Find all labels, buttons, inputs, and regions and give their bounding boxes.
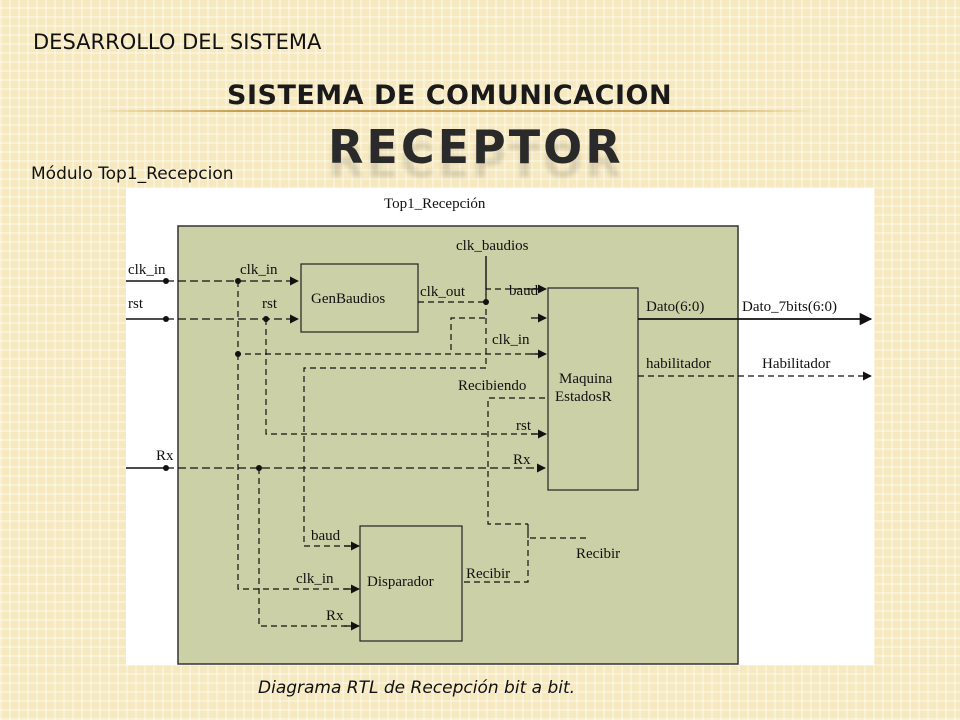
maquina-label-line2: EstadosR [555,389,612,405]
genbaudios-label: GenBaudios [311,291,385,307]
input-clk-in-label: clk_in [128,262,166,278]
signal-rst-b: rst [516,418,532,434]
signal-recibiendo: Recibiendo [458,378,526,394]
signal-baud-b: baud [311,528,341,544]
input-rst-label: rst [128,296,144,312]
signal-dato: Dato(6:0) [646,299,704,315]
signal-rx-b: Rx [326,608,344,624]
signal-rx-a: Rx [513,452,531,468]
signal-clk-in-b: clk_in [492,332,530,348]
signal-clk-in-c: clk_in [296,571,334,587]
signal-rst-a: rst [262,296,278,312]
signal-clk-out: clk_out [420,284,466,300]
signal-recibir-b: Recibir [576,546,620,562]
signal-recibir-a: Recibir [466,566,510,582]
genbaudios-block [300,263,419,333]
maquina-estados-block [547,287,639,491]
output-dato-7bits: Dato_7bits(6:0) [742,299,837,315]
slide-title: SISTEMA DE COMUNICACION [227,80,673,111]
output-habilitador: Habilitador [762,356,830,372]
signal-clk-baudios: clk_baudios [456,238,529,254]
signal-baud-a: baud [509,283,539,299]
slide-subtitle: RECEPTOR [328,120,624,174]
title-underline [95,110,815,112]
module-label: Módulo Top1_Recepcion [31,164,234,184]
maquina-label-line1: Maquina [559,371,613,387]
top-module-name: Top1_Recepción [384,196,486,212]
diagram-caption: Diagrama RTL de Recepción bit a bit. [258,678,576,698]
section-heading: DESARROLLO DEL SISTEMA [33,30,322,54]
disparador-block [359,525,463,642]
rtl-diagram: Top1_Recepción GenBaudios Maquina Estado… [126,196,873,665]
rtl-diagram-panel: Top1_Recepción GenBaudios Maquina Estado… [126,188,874,665]
signal-habilitador: habilitador [646,356,711,372]
signal-clk-in-a: clk_in [240,262,278,278]
disparador-label: Disparador [367,574,434,590]
input-rx-label: Rx [156,448,174,464]
